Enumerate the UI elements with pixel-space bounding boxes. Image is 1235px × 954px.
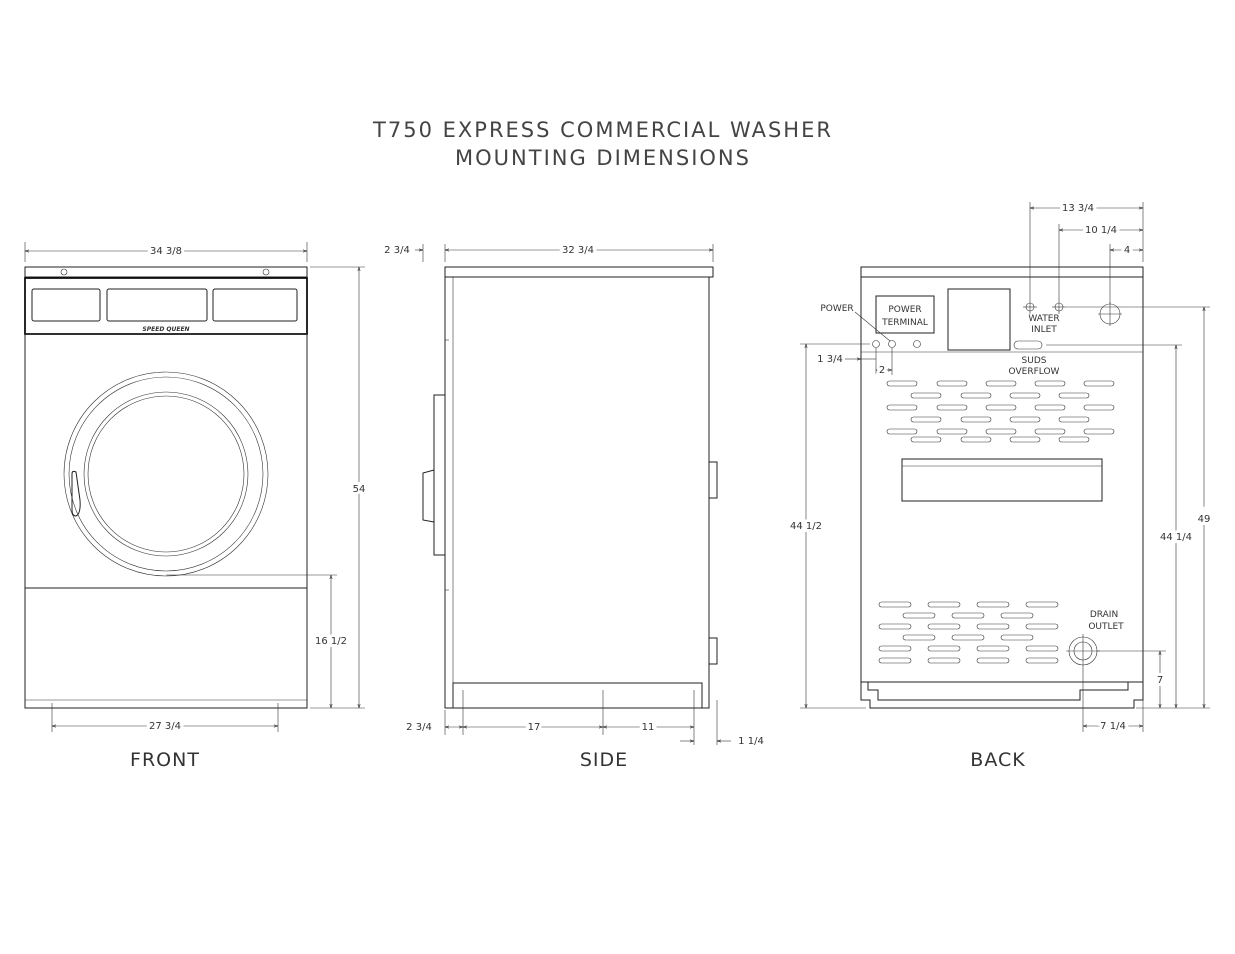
front-height-dimension: 54 (353, 484, 366, 495)
power-terminal-label-2: TERMINAL (881, 318, 928, 328)
front-view: SPEED QUEEN 34 3/8 54 16 1/2 27 3/4 FRON… (25, 242, 365, 771)
power-2-dimension: 2 (879, 365, 885, 376)
side-view: 2 3/4 32 3/4 2 3/4 17 11 1 1/4 SIDE (384, 244, 764, 771)
front-base-width-dimension: 27 3/4 (149, 721, 181, 732)
water-inlet-label-2: INLET (1031, 325, 1057, 335)
front-width-dimension: 34 3/8 (150, 246, 182, 257)
suds-overflow-label-1: SUDS (1022, 356, 1047, 366)
back-view-label: BACK (970, 749, 1025, 771)
front-brand-logo: SPEED QUEEN (142, 326, 189, 333)
drawing-title-line2: MOUNTING DIMENSIONS (455, 146, 751, 170)
suds-overflow-label-2: OVERFLOW (1009, 367, 1060, 377)
drain-outlet-label-1: DRAIN (1090, 610, 1118, 620)
upper-vent-slots (887, 381, 1114, 442)
front-door-height-dimension: 16 1/2 (315, 636, 347, 647)
power-1-dimension: 1 3/4 (817, 354, 843, 365)
drawing-title-line1: T750 EXPRESS COMMERCIAL WASHER (372, 118, 833, 142)
inlet-13-dimension: 13 3/4 (1062, 203, 1094, 214)
back-view: POWER TERMINAL POWER WATER INLET SUDS OV… (790, 202, 1210, 771)
side-rear-span-dimension: 11 (642, 722, 655, 733)
side-top-offset-dimension: 2 3/4 (384, 245, 410, 256)
side-depth-dimension: 32 3/4 (562, 245, 594, 256)
drain-outlet-label-2: OUTLET (1088, 622, 1124, 632)
overflow-height-dimension: 44 1/2 (790, 521, 822, 532)
inlet-10-dimension: 10 1/4 (1085, 225, 1117, 236)
power-terminal-label-1: POWER (888, 305, 921, 315)
side-view-label: SIDE (580, 749, 628, 771)
power-label: POWER (820, 304, 853, 314)
inlet-4-dimension: 4 (1124, 245, 1130, 256)
side-bottom-offset-dimension: 2 3/4 (406, 722, 432, 733)
side-rear-overhang-dimension: 1 1/4 (738, 736, 764, 747)
front-view-label: FRONT (130, 749, 200, 771)
inlet-height-a-dimension: 44 1/4 (1160, 532, 1192, 543)
inlet-height-b-dimension: 49 (1198, 514, 1211, 525)
drain-offset-dimension: 7 1/4 (1100, 721, 1126, 732)
side-foot-span-dimension: 17 (528, 722, 541, 733)
lower-vent-slots (879, 602, 1058, 663)
water-inlet-label-1: WATER (1028, 314, 1059, 324)
drain-height-dimension: 7 (1157, 675, 1163, 686)
